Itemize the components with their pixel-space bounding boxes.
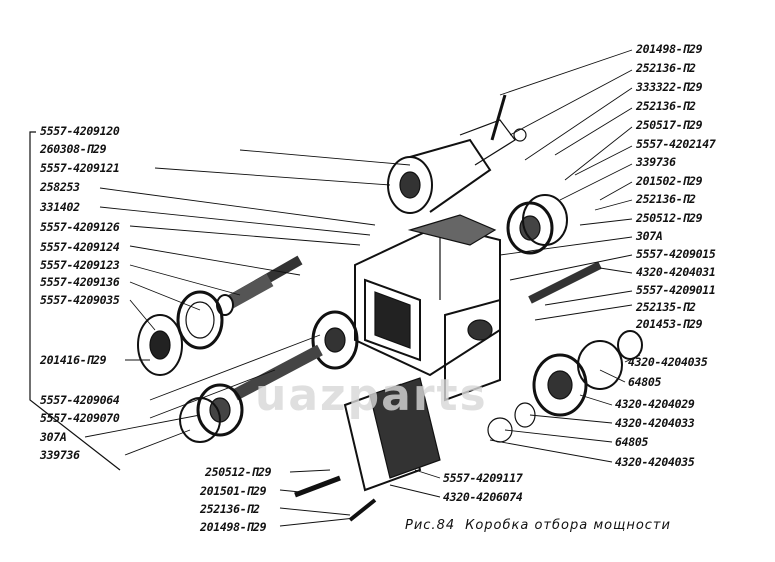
label-201498-p29: 201498-П29 [636,42,703,56]
label-4320-4204029: 4320-4204029 [615,397,695,411]
label-250517-p29: 250517-П29 [636,118,703,132]
label-5557-4209064: 5557-4209064 [40,393,120,407]
label-4320-4204031: 4320-4204031 [636,265,716,279]
label-64805-b: 64805 [615,435,649,449]
label-5557-4209121: 5557-4209121 [40,161,120,175]
label-4320-4204033: 4320-4204033 [615,416,695,430]
label-5557-4209126: 5557-4209126 [40,220,120,234]
label-307a-left: 307А [40,430,67,444]
label-250512-p29-bottom: 250512-П29 [205,465,272,479]
label-5557-4209136: 5557-4209136 [40,275,120,289]
label-250512-p29-right: 250512-П29 [636,211,703,225]
leader-lines [84,49,641,527]
bearing-right [506,194,568,255]
label-5557-4209123: 5557-4209123 [40,258,120,272]
label-339736-left: 339736 [40,448,80,462]
label-258253: 258253 [40,180,80,194]
bolt-1 [294,475,341,498]
gearbox-housing [354,214,501,402]
top-cylinder [387,94,527,214]
label-5557-4209015: 5557-4209015 [636,247,716,261]
gear-cluster [487,330,643,443]
label-5557-4209120: 5557-4209120 [40,124,120,138]
flange-plate [137,314,183,376]
bearing-left [179,383,244,443]
label-201501-p29: 201501-П29 [200,484,267,498]
label-4320-4204035-a: 4320-4204035 [628,355,708,369]
seal-ring [176,290,224,350]
label-252135-p2: 252135-П2 [636,300,696,314]
gear-shaft [232,310,359,401]
label-5557-4209035: 5557-4209035 [40,293,120,307]
label-201453-p29: 201453-П29 [636,317,703,331]
label-331402: 331402 [40,200,80,214]
label-5557-4209011: 5557-4209011 [636,283,716,297]
figure-number: Рис.84 [405,518,456,533]
label-4320-4204035-b: 4320-4204035 [615,455,695,469]
cover-plate [343,377,441,492]
label-333322-p29: 333322-П29 [636,80,703,94]
label-201498-p29-bottom: 201498-П29 [200,520,267,534]
label-201502-p29: 201502-П29 [636,174,703,188]
label-252136-p2-c: 252136-П2 [636,192,696,206]
label-252136-p2-a: 252136-П2 [636,61,696,75]
label-4320-4206074: 4320-4206074 [443,490,523,504]
label-252136-p2-b: 252136-П2 [636,99,696,113]
left-bracket [29,131,121,471]
figure-caption: Рис.84 Коробка отбора мощности [405,518,681,533]
watermark-text: uazparts [255,370,488,421]
label-5557-4209124: 5557-4209124 [40,240,120,254]
label-64805-a: 64805 [628,375,662,389]
bolt-2 [348,498,377,522]
label-5557-4209070: 5557-4209070 [40,411,120,425]
label-252136-p2-bottom: 252136-П2 [200,502,260,516]
label-5557-4209117: 5557-4209117 [443,471,523,485]
figure-title: Коробка отбора мощности [465,518,671,533]
label-307a-right: 307А [636,229,663,243]
label-260308-p29: 260308-П29 [40,142,107,156]
label-339736-right: 339736 [636,155,676,169]
label-201416-p29: 201416-П29 [40,353,107,367]
pin-shaft [528,261,602,304]
label-5557-4202147: 5557-4202147 [636,137,716,151]
